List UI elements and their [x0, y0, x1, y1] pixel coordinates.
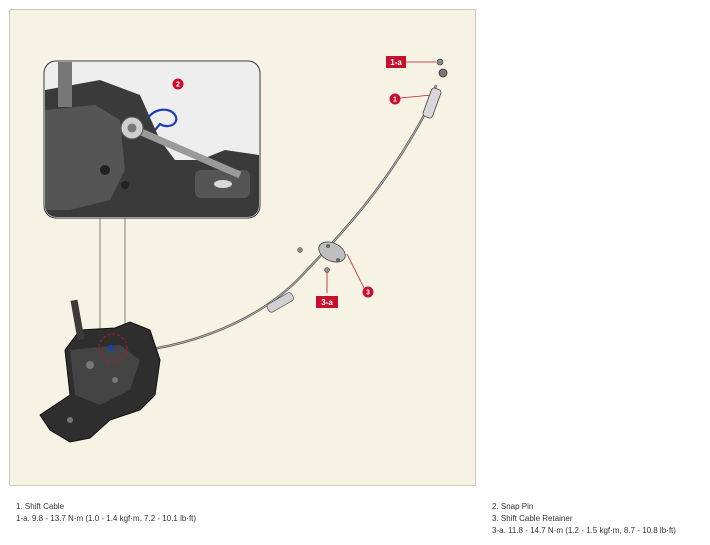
callout-2-label: 2 — [176, 82, 180, 89]
cable-retainer — [297, 241, 346, 273]
legend-right: 2. Snap Pin 3. Shift Cable Retainer 3-a.… — [492, 501, 676, 537]
snap-pin-location — [108, 345, 114, 351]
shift-lever-rod — [70, 299, 85, 341]
cable-sleeve — [266, 292, 294, 313]
legend-item-cable-retainer: 3. Shift Cable Retainer — [492, 514, 573, 523]
shift-cable-highlight — [121, 84, 437, 354]
callout-2: 2 — [172, 78, 184, 90]
retainer-nut-3a — [324, 267, 330, 273]
callout-1: 1 — [389, 93, 401, 105]
callout-1a-label: 1-a — [390, 58, 402, 67]
callout-3a: 3-a — [316, 296, 338, 308]
zoom-lines — [99, 218, 126, 348]
legend-item-shift-cable: 1. Shift Cable — [16, 502, 65, 511]
callout-1-label: 1 — [393, 97, 397, 104]
cable-end-bolt — [438, 68, 448, 78]
callout-1a: 1-a — [386, 56, 406, 68]
nut-1a — [436, 58, 444, 66]
legend-item-torque-1a: 1-a. 9.8 - 13.7 N·m (1.0 - 1.4 kgf·m, 7.… — [16, 514, 197, 523]
inset-lever-rod — [58, 62, 72, 107]
callout-3-label: 3 — [366, 290, 370, 297]
legend-item-snap-pin: 2. Snap Pin — [492, 502, 534, 511]
shift-lever-assembly — [39, 299, 161, 443]
cable-end — [422, 58, 448, 119]
legend-item-torque-3a: 3-a. 11.8 - 14.7 N·m (1.2 - 1.5 kgf·m, 8… — [492, 526, 676, 535]
callout-3a-label: 3-a — [321, 298, 333, 307]
retainer-nut-left — [297, 247, 303, 253]
detail-inset — [43, 60, 261, 219]
snap-pin-illustration — [147, 108, 178, 131]
diagram-figure: 1-a 3-a 1 2 3 — [9, 9, 476, 486]
callout-3: 3 — [362, 286, 374, 298]
detail-highlight-circle — [98, 333, 128, 363]
inset-cable-rod — [123, 121, 242, 179]
diagram-canvas: 1-a 3-a 1 2 3 — [39, 56, 448, 443]
legend-left: 1. Shift Cable 1-a. 9.8 - 13.7 N·m (1.0 … — [16, 501, 196, 525]
